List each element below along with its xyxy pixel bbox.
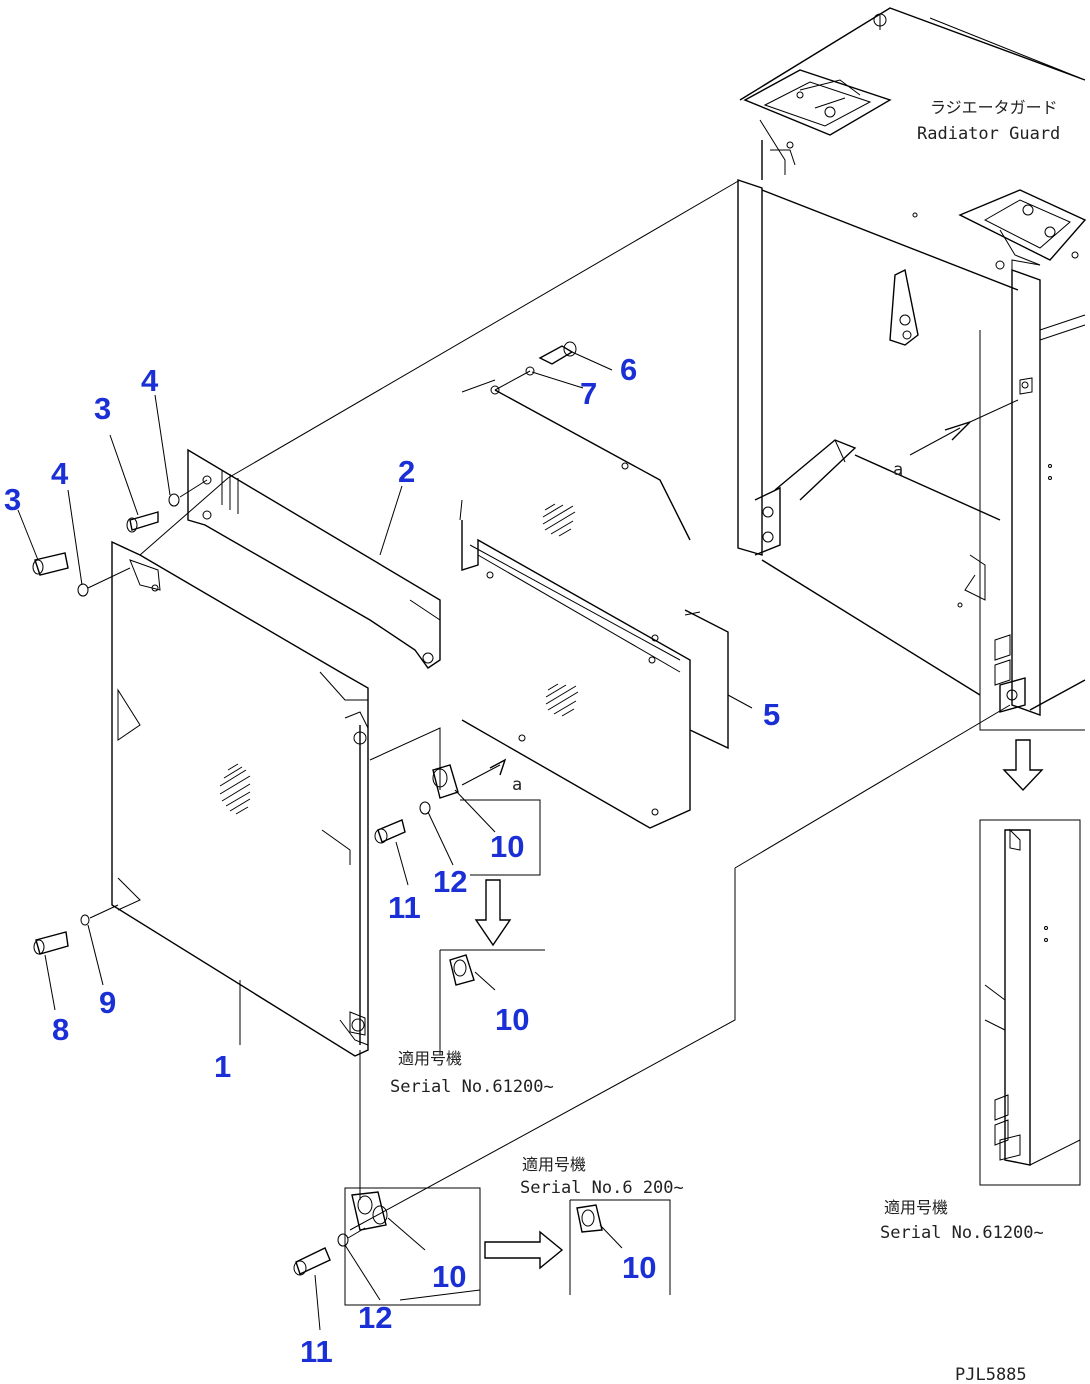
serial-number-right: Serial No.61200~ (880, 1223, 1044, 1243)
callout-5: 5 (763, 697, 780, 732)
callout-12-middle: 12 (433, 864, 467, 899)
part-5-side-panel (459, 379, 729, 829)
callout-3-lower: 3 (4, 482, 21, 517)
detail-a-label-right: a (893, 460, 903, 480)
callout-3-upper: 3 (94, 391, 111, 426)
vent-grille-panel-5-upper (542, 503, 576, 537)
radiator-guard-frame: a (227, 7, 1087, 1231)
radiator-guard-english: Radiator Guard (917, 124, 1060, 144)
callout-2: 2 (398, 454, 415, 489)
serial-label-jp-bottom: 適用号機 (522, 1155, 586, 1174)
callout-10-middle: 10 (490, 829, 524, 864)
callout-12-bottom: 12 (358, 1300, 392, 1335)
callout-11-bottom: 11 (300, 1334, 333, 1369)
vent-grille-panel-5-lower (545, 683, 579, 717)
callout-10-bottom-serial: 10 (622, 1250, 656, 1285)
serial-number-bottom: Serial No.6 200~ (520, 1178, 684, 1198)
callout-1: 1 (214, 1049, 231, 1084)
detail-a-label-middle: a (512, 775, 522, 795)
radiator-guard-japanese: ラジエータガード (930, 98, 1058, 117)
callout-4-lower: 4 (51, 456, 69, 491)
hinge-detail-bottom (344, 1187, 671, 1306)
part-1-door-panel (111, 477, 441, 1200)
callout-6: 6 (620, 352, 637, 387)
vent-grille-panel-1 (219, 763, 251, 815)
serial-label-jp-right: 適用号機 (884, 1198, 948, 1217)
callout-4-upper: 4 (141, 363, 159, 398)
fasteners (32, 341, 577, 1276)
part-2-upper-plate (187, 448, 441, 669)
callout-9: 9 (99, 985, 116, 1020)
drawing-code: PJL5885 (955, 1365, 1027, 1384)
callout-7: 7 (580, 376, 597, 411)
hinge-detail-middle: a (432, 758, 545, 1055)
serial-label-jp-center: 適用号機 (398, 1049, 462, 1068)
callout-leaders (17, 351, 753, 1331)
callout-11-middle: 11 (388, 890, 421, 925)
serial-number-center: Serial No.61200~ (390, 1077, 554, 1097)
callout-8: 8 (52, 1012, 69, 1047)
callout-10-bottom: 10 (432, 1259, 466, 1294)
callout-10-serial: 10 (495, 1002, 529, 1037)
right-post-detail (979, 739, 1081, 1186)
